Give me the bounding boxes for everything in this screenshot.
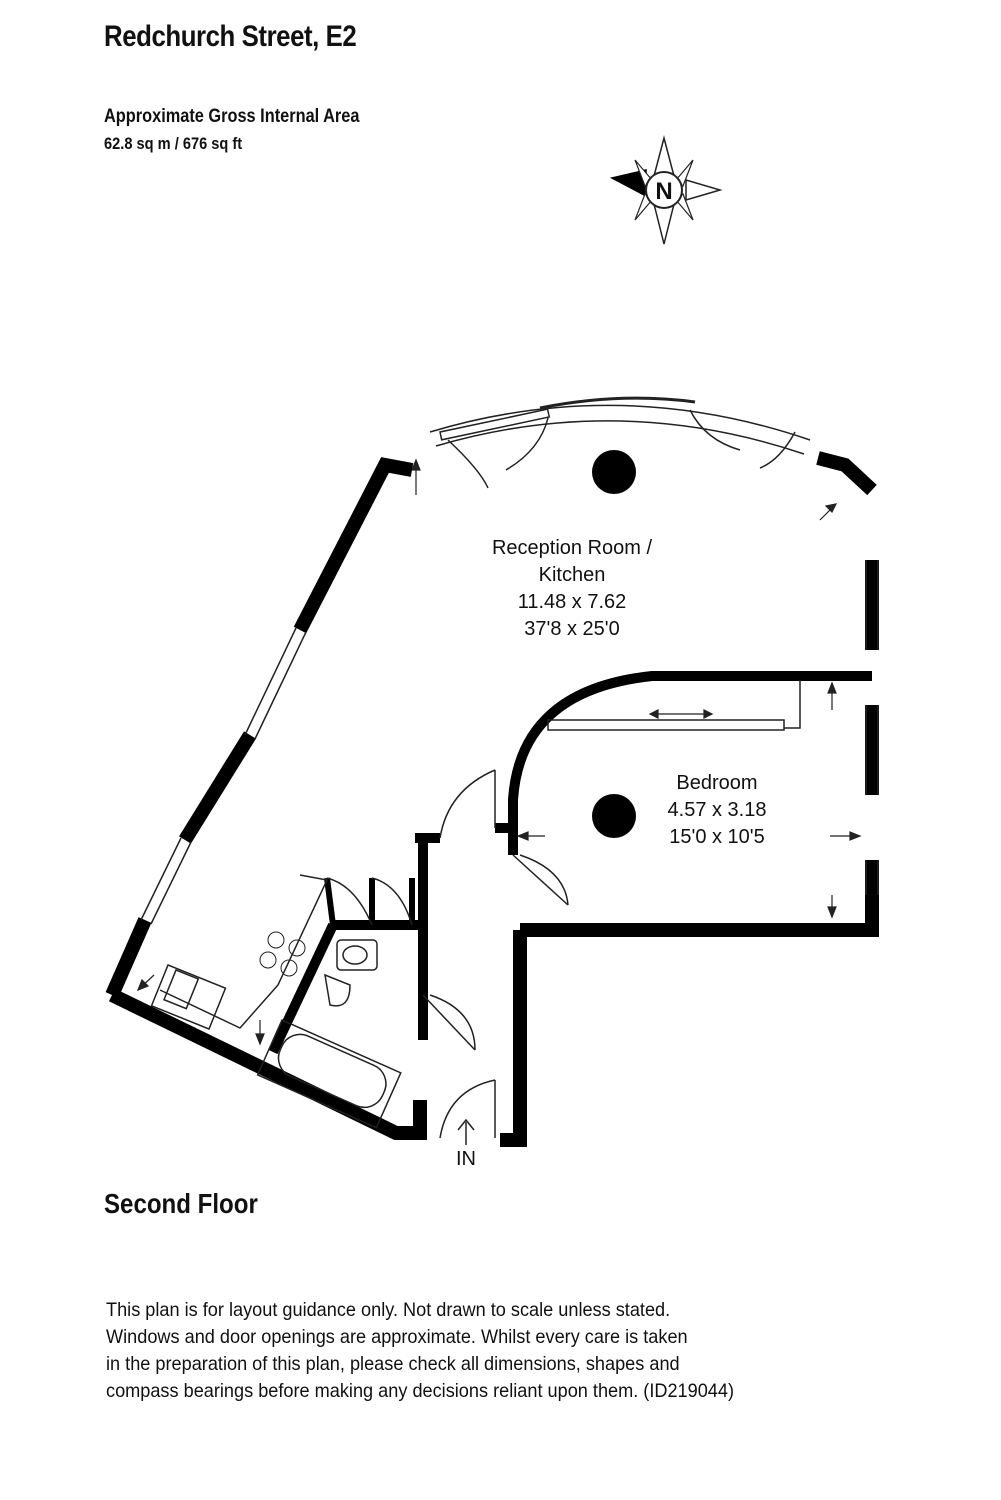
internal-doors <box>326 769 569 1139</box>
compass-icon: N <box>609 135 723 245</box>
disclaimer: This plan is for layout guidance only. N… <box>106 1297 734 1405</box>
bedroom-name: Bedroom <box>676 772 757 794</box>
compass-north-label: N <box>655 178 672 205</box>
kitchen-counter <box>150 874 329 1030</box>
wardrobe-sliding-arrow <box>648 709 714 719</box>
ceiling-light-reception <box>592 450 636 494</box>
bay-window-sill <box>539 396 696 410</box>
cupboard-walls <box>324 877 415 926</box>
disclaimer-line: This plan is for layout guidance only. N… <box>106 1299 671 1321</box>
entrance-arrow-icon <box>457 1118 475 1145</box>
reception-dimensions-metric: 11.48 x 7.62 <box>518 591 627 613</box>
bedroom-dimensions-metric: 4.57 x 3.18 <box>668 799 767 821</box>
bedroom-dimensions-imperial: 15'0 x 10'5 <box>669 826 765 848</box>
bathroom-fittings <box>256 939 402 1129</box>
ceiling-light-bedroom <box>592 794 636 838</box>
plan-title: Redchurch Street, E2 <box>104 20 357 53</box>
disclaimer-line: in the preparation of this plan, please … <box>106 1353 680 1375</box>
bay-window-outer <box>429 404 811 441</box>
reception-dimensions-imperial: 37'8 x 25'0 <box>524 618 620 640</box>
dimension-arrows <box>136 458 862 1046</box>
reception-name-line2: Kitchen <box>539 564 606 586</box>
floor-label: Second Floor <box>104 1188 258 1219</box>
left-windows <box>140 560 879 925</box>
reception-name-line1: Reception Room / <box>492 537 653 559</box>
outer-walls <box>105 451 879 1147</box>
disclaimer-line: Windows and door openings are approximat… <box>106 1326 688 1348</box>
internal-walls <box>268 671 872 1055</box>
bay-window-inner <box>435 420 805 455</box>
wardrobe <box>547 680 801 731</box>
bay-doors <box>439 408 796 489</box>
entrance-label: IN <box>456 1148 476 1170</box>
disclaimer-line: compass bearings before making any decis… <box>106 1380 735 1402</box>
hob-icon <box>259 931 306 977</box>
gross-area-label: Approximate Gross Internal Area <box>104 106 360 127</box>
gross-area-value: 62.8 sq m / 676 sq ft <box>104 134 243 153</box>
